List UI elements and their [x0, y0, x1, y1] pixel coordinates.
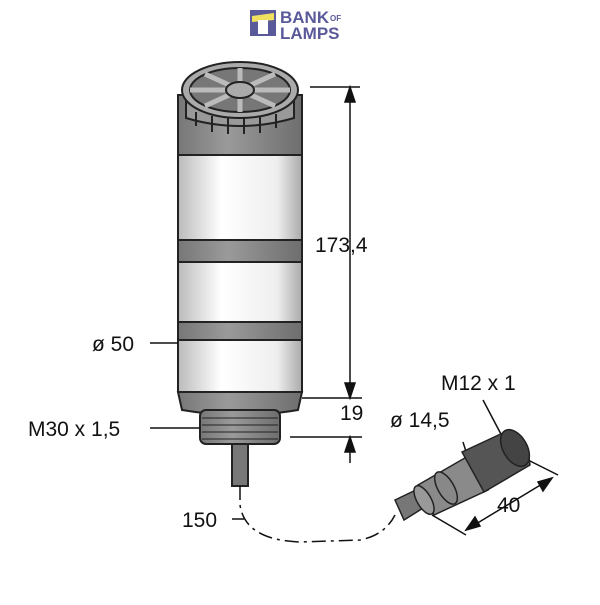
height-label: 173,4 — [315, 234, 368, 257]
connector-diameter-label: ø 14,5 — [390, 409, 450, 432]
signal-tower — [176, 94, 304, 487]
thread-label: M30 x 1,5 — [28, 418, 120, 441]
bank-of-lamps-logo: BANK OF LAMPS — [250, 8, 341, 43]
cable-length-label: 150 — [182, 509, 217, 532]
logo-text-lamps: LAMPS — [280, 24, 340, 43]
m12-connector — [394, 428, 531, 522]
thread-length-label: 19 — [340, 402, 363, 425]
connector-length-label: 40 — [497, 494, 520, 517]
tower-top-cap — [181, 61, 299, 134]
diameter-label: ø 50 — [92, 333, 134, 356]
logo-text-of: OF — [330, 14, 341, 23]
logo-text-bank: BANK — [280, 8, 330, 27]
connector-thread-label: M12 x 1 — [441, 372, 516, 395]
dimension-lines — [150, 84, 559, 543]
